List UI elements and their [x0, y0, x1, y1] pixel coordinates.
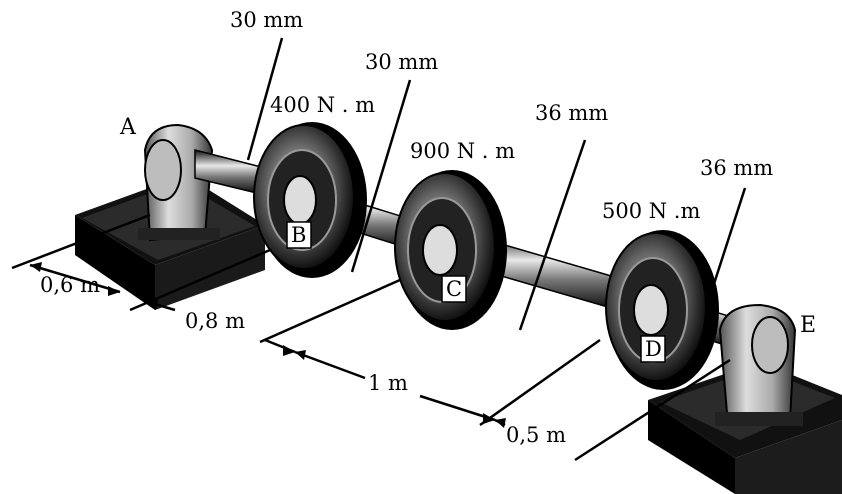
gear-d [605, 230, 719, 390]
diameter-ab-label: 30 mm [230, 8, 303, 32]
leader-ab [246, 37, 284, 161]
ext-line-c [259, 278, 401, 344]
label-box-d [640, 335, 666, 363]
leader-bc [350, 79, 412, 273]
torque-d-label: 500 N .m [602, 199, 700, 223]
dim-line-cd-b [419, 394, 496, 422]
gear-b [253, 122, 367, 278]
dim-line-ab [29, 263, 121, 294]
length-dimension-lines [11, 213, 731, 462]
point-label-boxes [286, 221, 666, 363]
length-bc-label: 0,8 m [185, 309, 245, 333]
ext-line-a [11, 213, 151, 270]
torque-b-label: 400 N . m [270, 93, 375, 117]
ext-line-d [479, 338, 601, 427]
length-de-label: 0,5 m [506, 423, 566, 447]
length-ab-label: 0,6 m [40, 273, 100, 297]
point-d-label: D [645, 337, 662, 361]
diameter-cd-label: 36 mm [535, 101, 608, 125]
gear-c [394, 170, 507, 330]
diameter-de-label: 36 mm [700, 156, 773, 180]
diameter-leaders [246, 37, 747, 331]
leader-cd [518, 139, 587, 331]
point-e-label: E [800, 313, 816, 338]
bearing-e [715, 303, 803, 427]
point-a-label: A [119, 115, 137, 140]
ext-line-e [574, 358, 731, 462]
point-c-label: C [446, 277, 462, 301]
label-box-c [441, 275, 467, 303]
leader-de [710, 187, 747, 291]
diameter-bc-label: 30 mm [365, 50, 438, 74]
ext-line-b [129, 248, 271, 312]
label-box-b [286, 221, 312, 249]
point-b-label: B [291, 223, 306, 247]
arrowheads [30, 262, 506, 428]
dim-line-cd-a [294, 350, 366, 380]
torque-c-label: 900 N . m [410, 139, 515, 163]
length-cd-label: 1 m [368, 371, 408, 395]
